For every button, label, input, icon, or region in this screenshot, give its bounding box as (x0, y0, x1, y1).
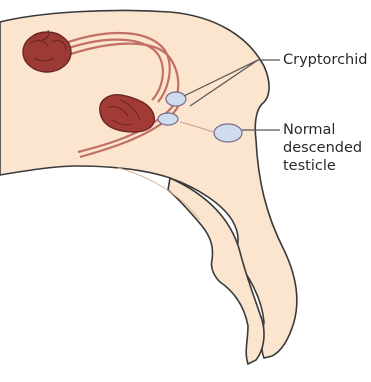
descended-testicle (214, 124, 242, 142)
normal-testicle-label-line1: Normal (283, 121, 335, 139)
cryptorchid-label: Cryptorchid (283, 51, 367, 69)
cryptorchid-testicle (166, 92, 186, 106)
inguinal-testicle (158, 113, 178, 125)
normal-testicle-label-line2: descended (283, 139, 362, 157)
normal-testicle-label-line3: testicle (283, 157, 336, 175)
